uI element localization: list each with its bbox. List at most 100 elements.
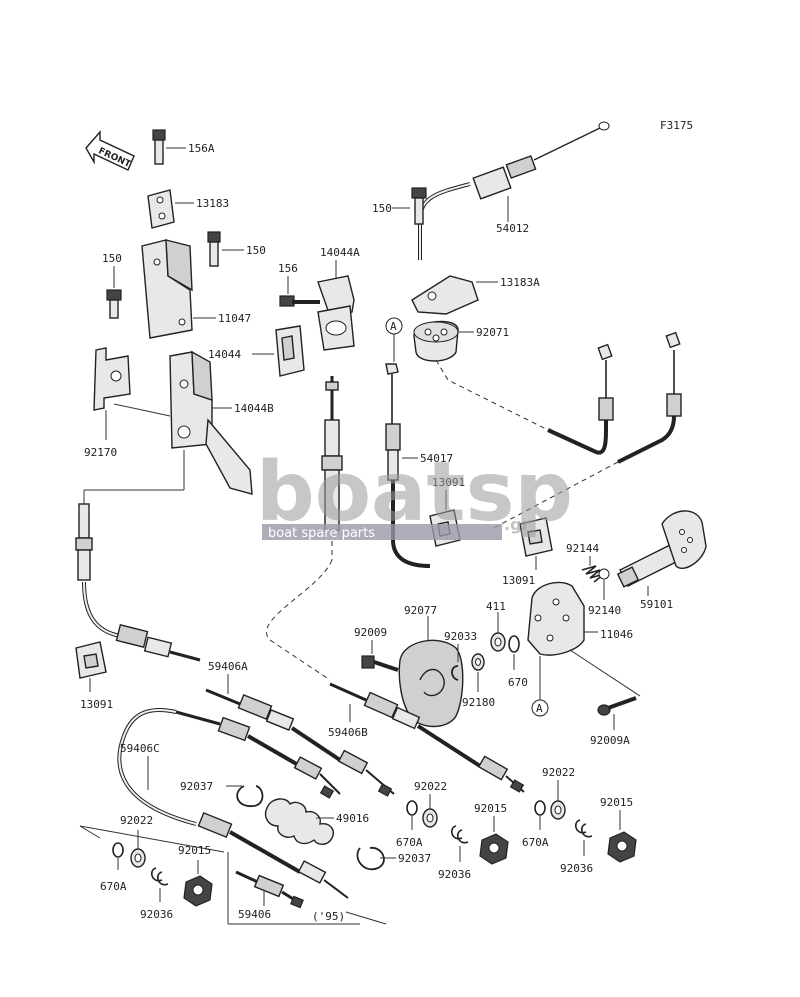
label-670a-a: 670A [100, 880, 127, 893]
grommet-92071 [413, 320, 459, 362]
label-92015-b: 92015 [474, 802, 507, 815]
label-150-b: 150 [102, 252, 122, 265]
bolt-156 [279, 295, 320, 307]
label-92037-a: 92037 [180, 780, 213, 793]
label-92036-c: 92036 [560, 862, 593, 875]
bolt-156a [152, 129, 166, 165]
cable-left-long [75, 450, 201, 662]
label-92022-b: 92022 [414, 780, 447, 793]
svg-text:A: A [390, 320, 397, 333]
cable-right-pair [435, 331, 682, 531]
plate-13183a [411, 275, 479, 315]
label-13183: 13183 [196, 197, 229, 210]
clip-92033 [451, 665, 459, 681]
lockwasher-92036-right [574, 819, 593, 838]
label-92022-c: 92022 [542, 766, 575, 779]
label-11046: 11046 [600, 628, 633, 641]
cable-59406b [269, 639, 525, 793]
nut-92015-right [607, 831, 637, 863]
label-92036-b: 92036 [438, 868, 471, 881]
nut-92015-left [183, 875, 213, 907]
bracket-92170 [93, 347, 131, 411]
label-92015-a: 92015 [178, 844, 211, 857]
label-156a: 156A [188, 142, 215, 155]
label-92036-a: 92036 [140, 908, 173, 921]
label-156: 156 [278, 262, 298, 275]
label-92140: 92140 [588, 604, 621, 617]
ball-92140 [598, 568, 610, 580]
boot-49016 [264, 798, 334, 845]
label-59406b: 59406B [328, 726, 368, 739]
label-670a-b: 670A [396, 836, 423, 849]
oring-670a-left [112, 842, 124, 858]
callout-a-top: A [385, 317, 403, 335]
clamp-14044a [317, 275, 355, 351]
label-92033: 92033 [444, 630, 477, 643]
label-150-c: 150 [372, 202, 392, 215]
label-59406a: 59406A [208, 660, 248, 673]
cable-59406c [117, 708, 349, 899]
watermark-logo: boatsp boat spare parts .gr [256, 445, 573, 541]
front-arrow-icon: FRONT [85, 130, 135, 171]
grommet-13091-right [519, 517, 553, 557]
label-92009a: 92009A [590, 734, 630, 747]
cable-54012 [418, 121, 610, 260]
label-13091-b: 13091 [502, 574, 535, 587]
figure-code: F3175 [660, 119, 693, 132]
label-670a-c: 670A [522, 836, 549, 849]
bracket-14044b [169, 350, 253, 495]
oring-670a-mid [406, 800, 418, 816]
nut-92015-mid [479, 833, 509, 865]
oring-670 [508, 635, 520, 653]
label-92015-c: 92015 [600, 796, 633, 809]
label-11047: 11047 [218, 312, 251, 325]
bolt-150-upper [207, 231, 221, 267]
label-411: 411 [486, 600, 506, 613]
label-14044: 14044 [208, 348, 241, 361]
inset-59406-95 [227, 852, 387, 925]
label-150-a: 150 [246, 244, 266, 257]
label-59406: 59406 [238, 908, 271, 921]
label-92144: 92144 [566, 542, 599, 555]
cable-59406a [205, 688, 395, 797]
label-59406c: 59406C [120, 742, 160, 755]
cover-92077 [398, 639, 464, 728]
svg-text:A: A [536, 702, 543, 715]
watermark-domain: .gr [504, 515, 530, 534]
oring-670a-right [534, 800, 546, 816]
shaft-59101 [616, 510, 707, 588]
cable-54017 [385, 363, 431, 568]
label-14044b: 14044B [234, 402, 274, 415]
screw-92009a [597, 696, 637, 716]
label-92037-b: 92037 [398, 852, 431, 865]
label-54012: 54012 [496, 222, 529, 235]
label-92022-a: 92022 [120, 814, 153, 827]
lockwasher-92036-mid [450, 825, 469, 844]
label-92180: 92180 [462, 696, 495, 709]
clip-92037-b [356, 847, 385, 871]
bolt-92009 [361, 655, 399, 672]
watermark-tagline: boat spare parts [268, 526, 375, 541]
callout-a-bottom: A [531, 699, 549, 717]
label-92071: 92071 [476, 326, 509, 339]
bracket-11047 [141, 239, 193, 339]
lockwasher-92036-left [150, 867, 169, 886]
plate-13183 [147, 189, 175, 229]
label-92170: 92170 [84, 446, 117, 459]
label-13183a: 13183A [500, 276, 540, 289]
label-92009: 92009 [354, 626, 387, 639]
label-54017: 54017 [420, 452, 453, 465]
label-59101: 59101 [640, 598, 673, 611]
grommet-13091-left [75, 641, 107, 679]
label-13091-c: 13091 [80, 698, 113, 711]
bolt-150-right [411, 187, 427, 225]
label-95: ('95) [312, 910, 345, 923]
clip-92037-a [236, 785, 264, 807]
label-49016: 49016 [336, 812, 369, 825]
label-92077: 92077 [404, 604, 437, 617]
label-13091-a: 13091 [432, 476, 465, 489]
label-670: 670 [508, 676, 528, 689]
label-14044a: 14044A [320, 246, 360, 259]
